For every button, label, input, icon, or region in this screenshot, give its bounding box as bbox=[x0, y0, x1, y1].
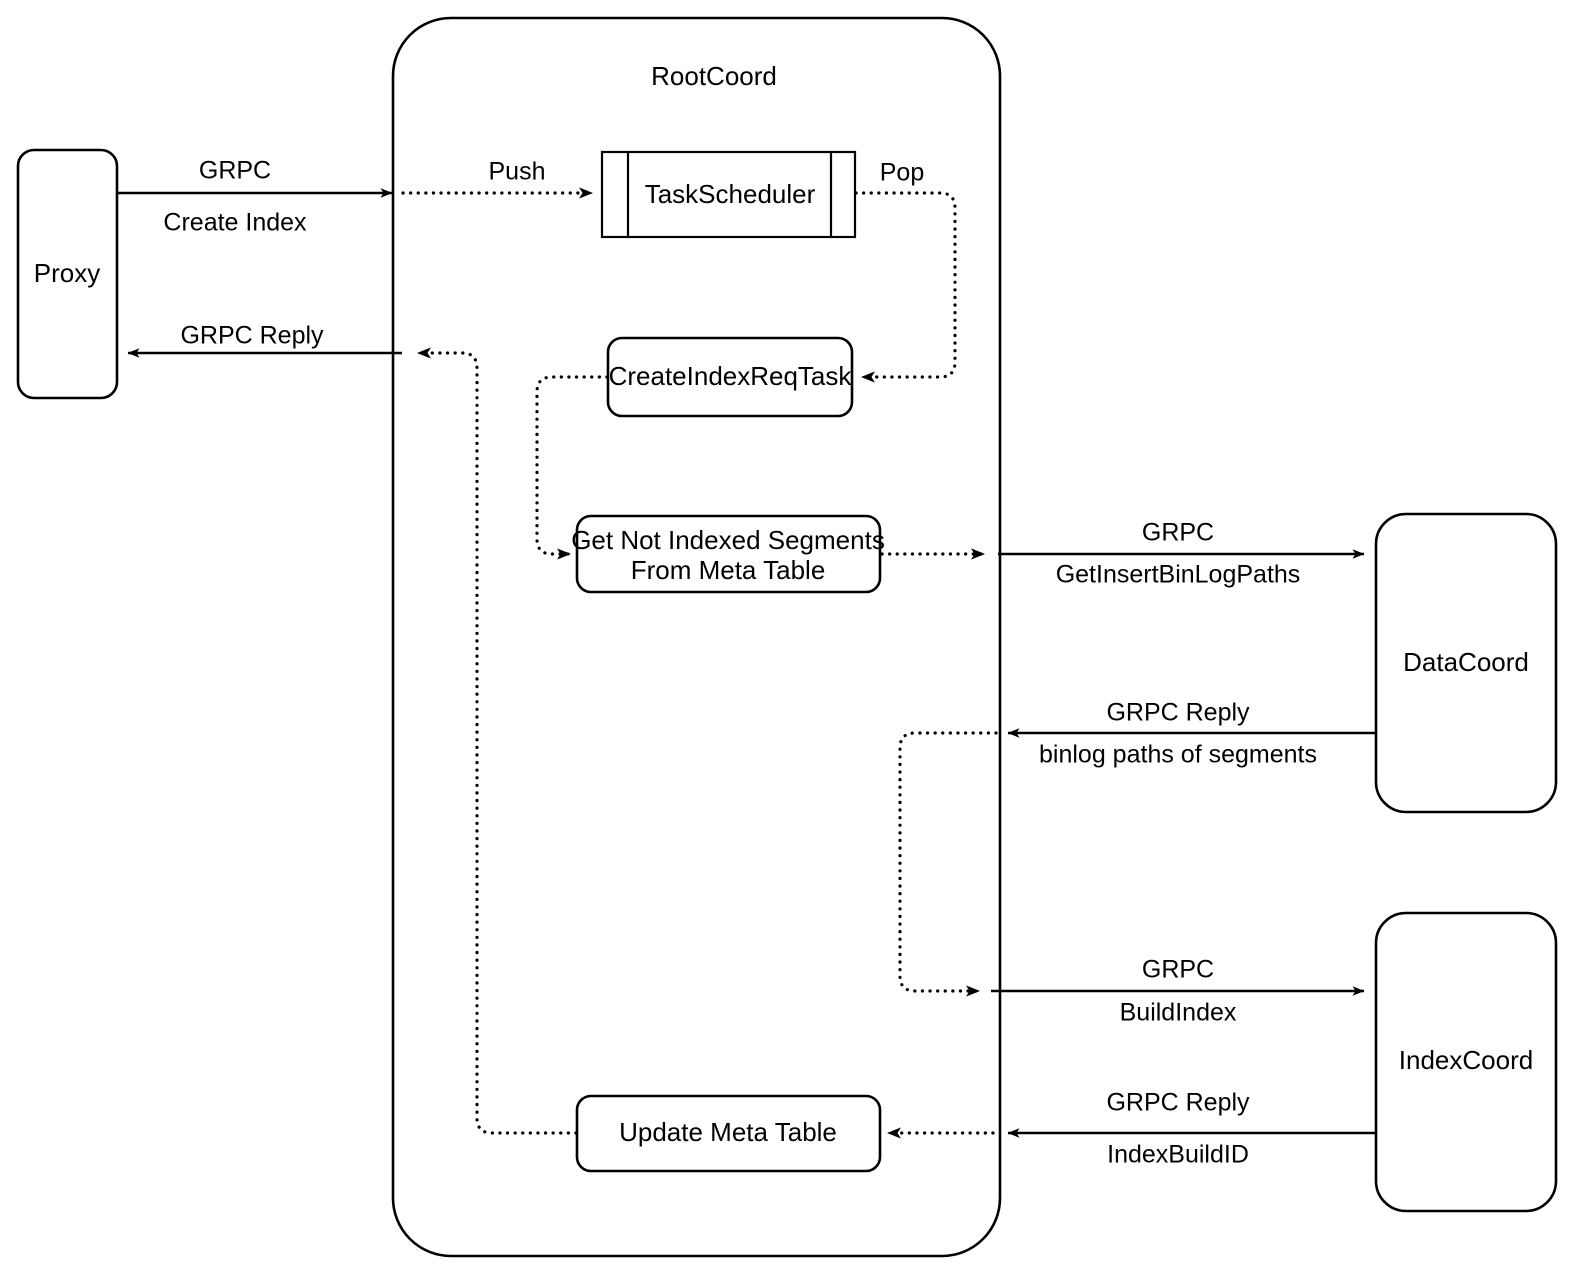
get-not-indexed-segments-box[interactable] bbox=[575, 514, 882, 594]
edge-label-indexcoord-reply-top: GRPC Reply bbox=[1106, 1089, 1250, 1117]
proxy-box[interactable] bbox=[16, 148, 119, 400]
datacoord-box[interactable] bbox=[1374, 512, 1558, 814]
indexcoord-box[interactable] bbox=[1374, 911, 1558, 1213]
edge-label-datacoord-reply-bottom: binlog paths of segments bbox=[1039, 741, 1317, 769]
edge-label-push: Push bbox=[489, 158, 546, 186]
edge-label-grpc-create-index-bottom: Create Index bbox=[163, 209, 307, 237]
create-index-req-task-label: CreateIndexReqTask bbox=[609, 361, 853, 391]
datacoord-label: DataCoord bbox=[1403, 647, 1529, 677]
edge-label-grpc-buildindex-bottom: BuildIndex bbox=[1120, 999, 1237, 1027]
edge-label-grpc-getinsertbinlogpaths-bottom: GetInsertBinLogPaths bbox=[1056, 561, 1301, 589]
proxy-label: Proxy bbox=[34, 258, 100, 288]
edge-task-to-get-segments bbox=[535, 375, 609, 560]
task-scheduler-box[interactable] bbox=[600, 150, 857, 239]
rootcoord-label: RootCoord bbox=[651, 61, 777, 91]
edge-label-pop: Pop bbox=[880, 159, 924, 187]
edge-label-grpc-create-index-top: GRPC bbox=[199, 157, 271, 185]
rootcoord-container bbox=[391, 16, 1002, 1258]
edge-label-indexcoord-reply-bottom: IndexBuildID bbox=[1107, 1141, 1249, 1169]
edge-pop-scheduler-to-task bbox=[854, 191, 957, 383]
edge-datacoord-reply-dotted-route bbox=[898, 731, 998, 997]
indexcoord-label: IndexCoord bbox=[1399, 1045, 1533, 1075]
get-not-indexed-segments-label-line2: From Meta Table bbox=[631, 555, 826, 585]
update-meta-table-label: Update Meta Table bbox=[619, 1117, 837, 1147]
task-scheduler-label: TaskScheduler bbox=[645, 179, 816, 209]
edge-label-grpc-buildindex-top: GRPC bbox=[1142, 956, 1214, 984]
edge-label-grpc-getinsertbinlogpaths-top: GRPC bbox=[1142, 519, 1214, 547]
edge-label-datacoord-reply-top: GRPC Reply bbox=[1106, 699, 1250, 727]
get-not-indexed-segments-label-line1: Get Not Indexed Segments bbox=[571, 525, 885, 555]
edge-update-meta-to-grpc-reply bbox=[416, 347, 578, 1135]
edge-label-grpc-reply-proxy: GRPC Reply bbox=[180, 322, 324, 350]
